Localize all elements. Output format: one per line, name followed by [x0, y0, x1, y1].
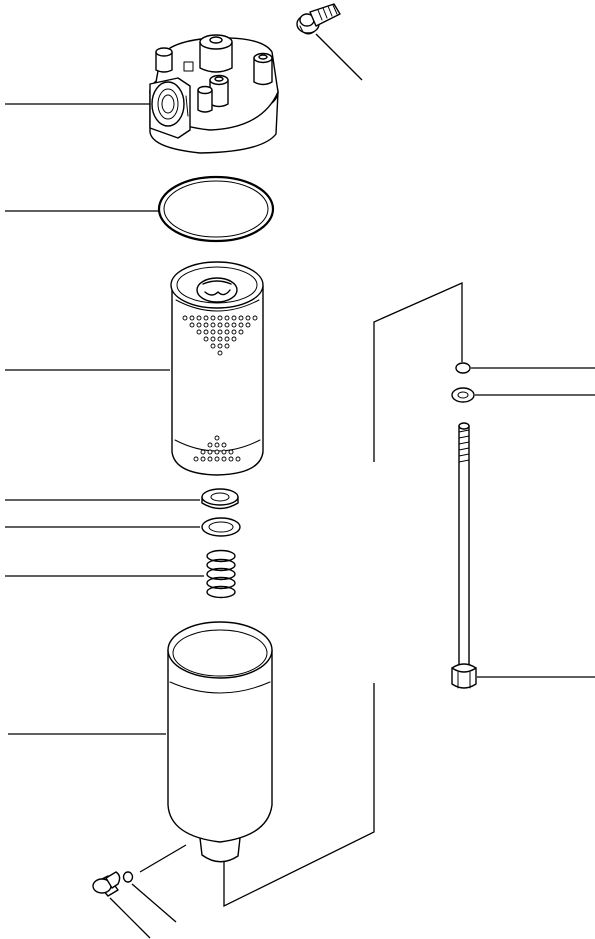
leader-mounting-bolt [315, 33, 363, 81]
leader-small-o-ring [131, 883, 177, 923]
perforation-dot [210, 329, 216, 335]
perforation-pattern-top [182, 315, 258, 356]
center-bolt [451, 422, 477, 689]
perforation-dot [214, 435, 220, 441]
perforation-dot [231, 336, 237, 342]
perforation-dot [207, 456, 213, 462]
perforation-dot [224, 329, 230, 335]
perforation-dot [210, 343, 216, 349]
perforation-dot [221, 456, 227, 462]
drain-plug [92, 871, 121, 897]
perforation-dot [245, 315, 251, 321]
perforation-dot [193, 456, 199, 462]
filter-element [170, 261, 264, 476]
o-ring-large [157, 175, 275, 243]
leader-bowl-drain [139, 844, 187, 873]
perforation-dot [200, 449, 206, 455]
perforation-dot [224, 336, 230, 342]
perforation-pattern-bottom [193, 435, 241, 462]
perforation-dot [224, 322, 230, 328]
perforation-dot [214, 449, 220, 455]
perforation-dot [221, 442, 227, 448]
perforation-dot [207, 449, 213, 455]
perforation-dot [210, 315, 216, 321]
perforation-dot [217, 336, 223, 342]
perforation-dot [217, 343, 223, 349]
assembly-bracket-upper [373, 282, 463, 462]
perforation-dot [245, 322, 251, 328]
perforation-dot [203, 322, 209, 328]
spring [206, 549, 236, 599]
perforation-dot [203, 336, 209, 342]
leader-lines [5, 33, 595, 939]
center-bolt-washer [451, 387, 475, 403]
perforation-dot [182, 315, 188, 321]
perforation-dot [238, 329, 244, 335]
perforation-dot [214, 442, 220, 448]
perforation-dot [217, 329, 223, 335]
perforation-dot [203, 315, 209, 321]
mounting-bolt [296, 3, 341, 35]
perforation-dot [224, 315, 230, 321]
perforation-dot [189, 315, 195, 321]
perforation-dot [231, 322, 237, 328]
perforation-dot [231, 315, 237, 321]
perforation-dot [231, 329, 237, 335]
perforation-dot [196, 315, 202, 321]
perforation-dot [228, 449, 234, 455]
washer [201, 517, 241, 537]
perforation-dot [252, 315, 258, 321]
perforation-dot [228, 456, 234, 462]
perforation-dot [196, 329, 202, 335]
perforation-dot [217, 350, 223, 356]
perforation-dot [203, 329, 209, 335]
perforation-dot [196, 322, 202, 328]
perforation-dot [210, 336, 216, 342]
perforation-dot [189, 322, 195, 328]
perforation-dot [235, 456, 241, 462]
leader-drain-plug [109, 897, 151, 939]
perforation-dot [238, 322, 244, 328]
perforation-dot [224, 343, 230, 349]
perforation-dot [238, 315, 244, 321]
perforation-dot [221, 449, 227, 455]
filter-bowl [167, 621, 273, 863]
perforation-dot [214, 456, 220, 462]
assembly-bracket-lower [223, 683, 375, 908]
perforation-dot [217, 315, 223, 321]
perforation-dot [207, 442, 213, 448]
center-bolt-o-ring [455, 362, 471, 374]
perforation-dot [210, 322, 216, 328]
small-o-ring [122, 871, 134, 883]
seal-ring [201, 488, 239, 510]
filter-head [149, 34, 279, 154]
perforation-dot [200, 456, 206, 462]
perforation-dot [217, 322, 223, 328]
